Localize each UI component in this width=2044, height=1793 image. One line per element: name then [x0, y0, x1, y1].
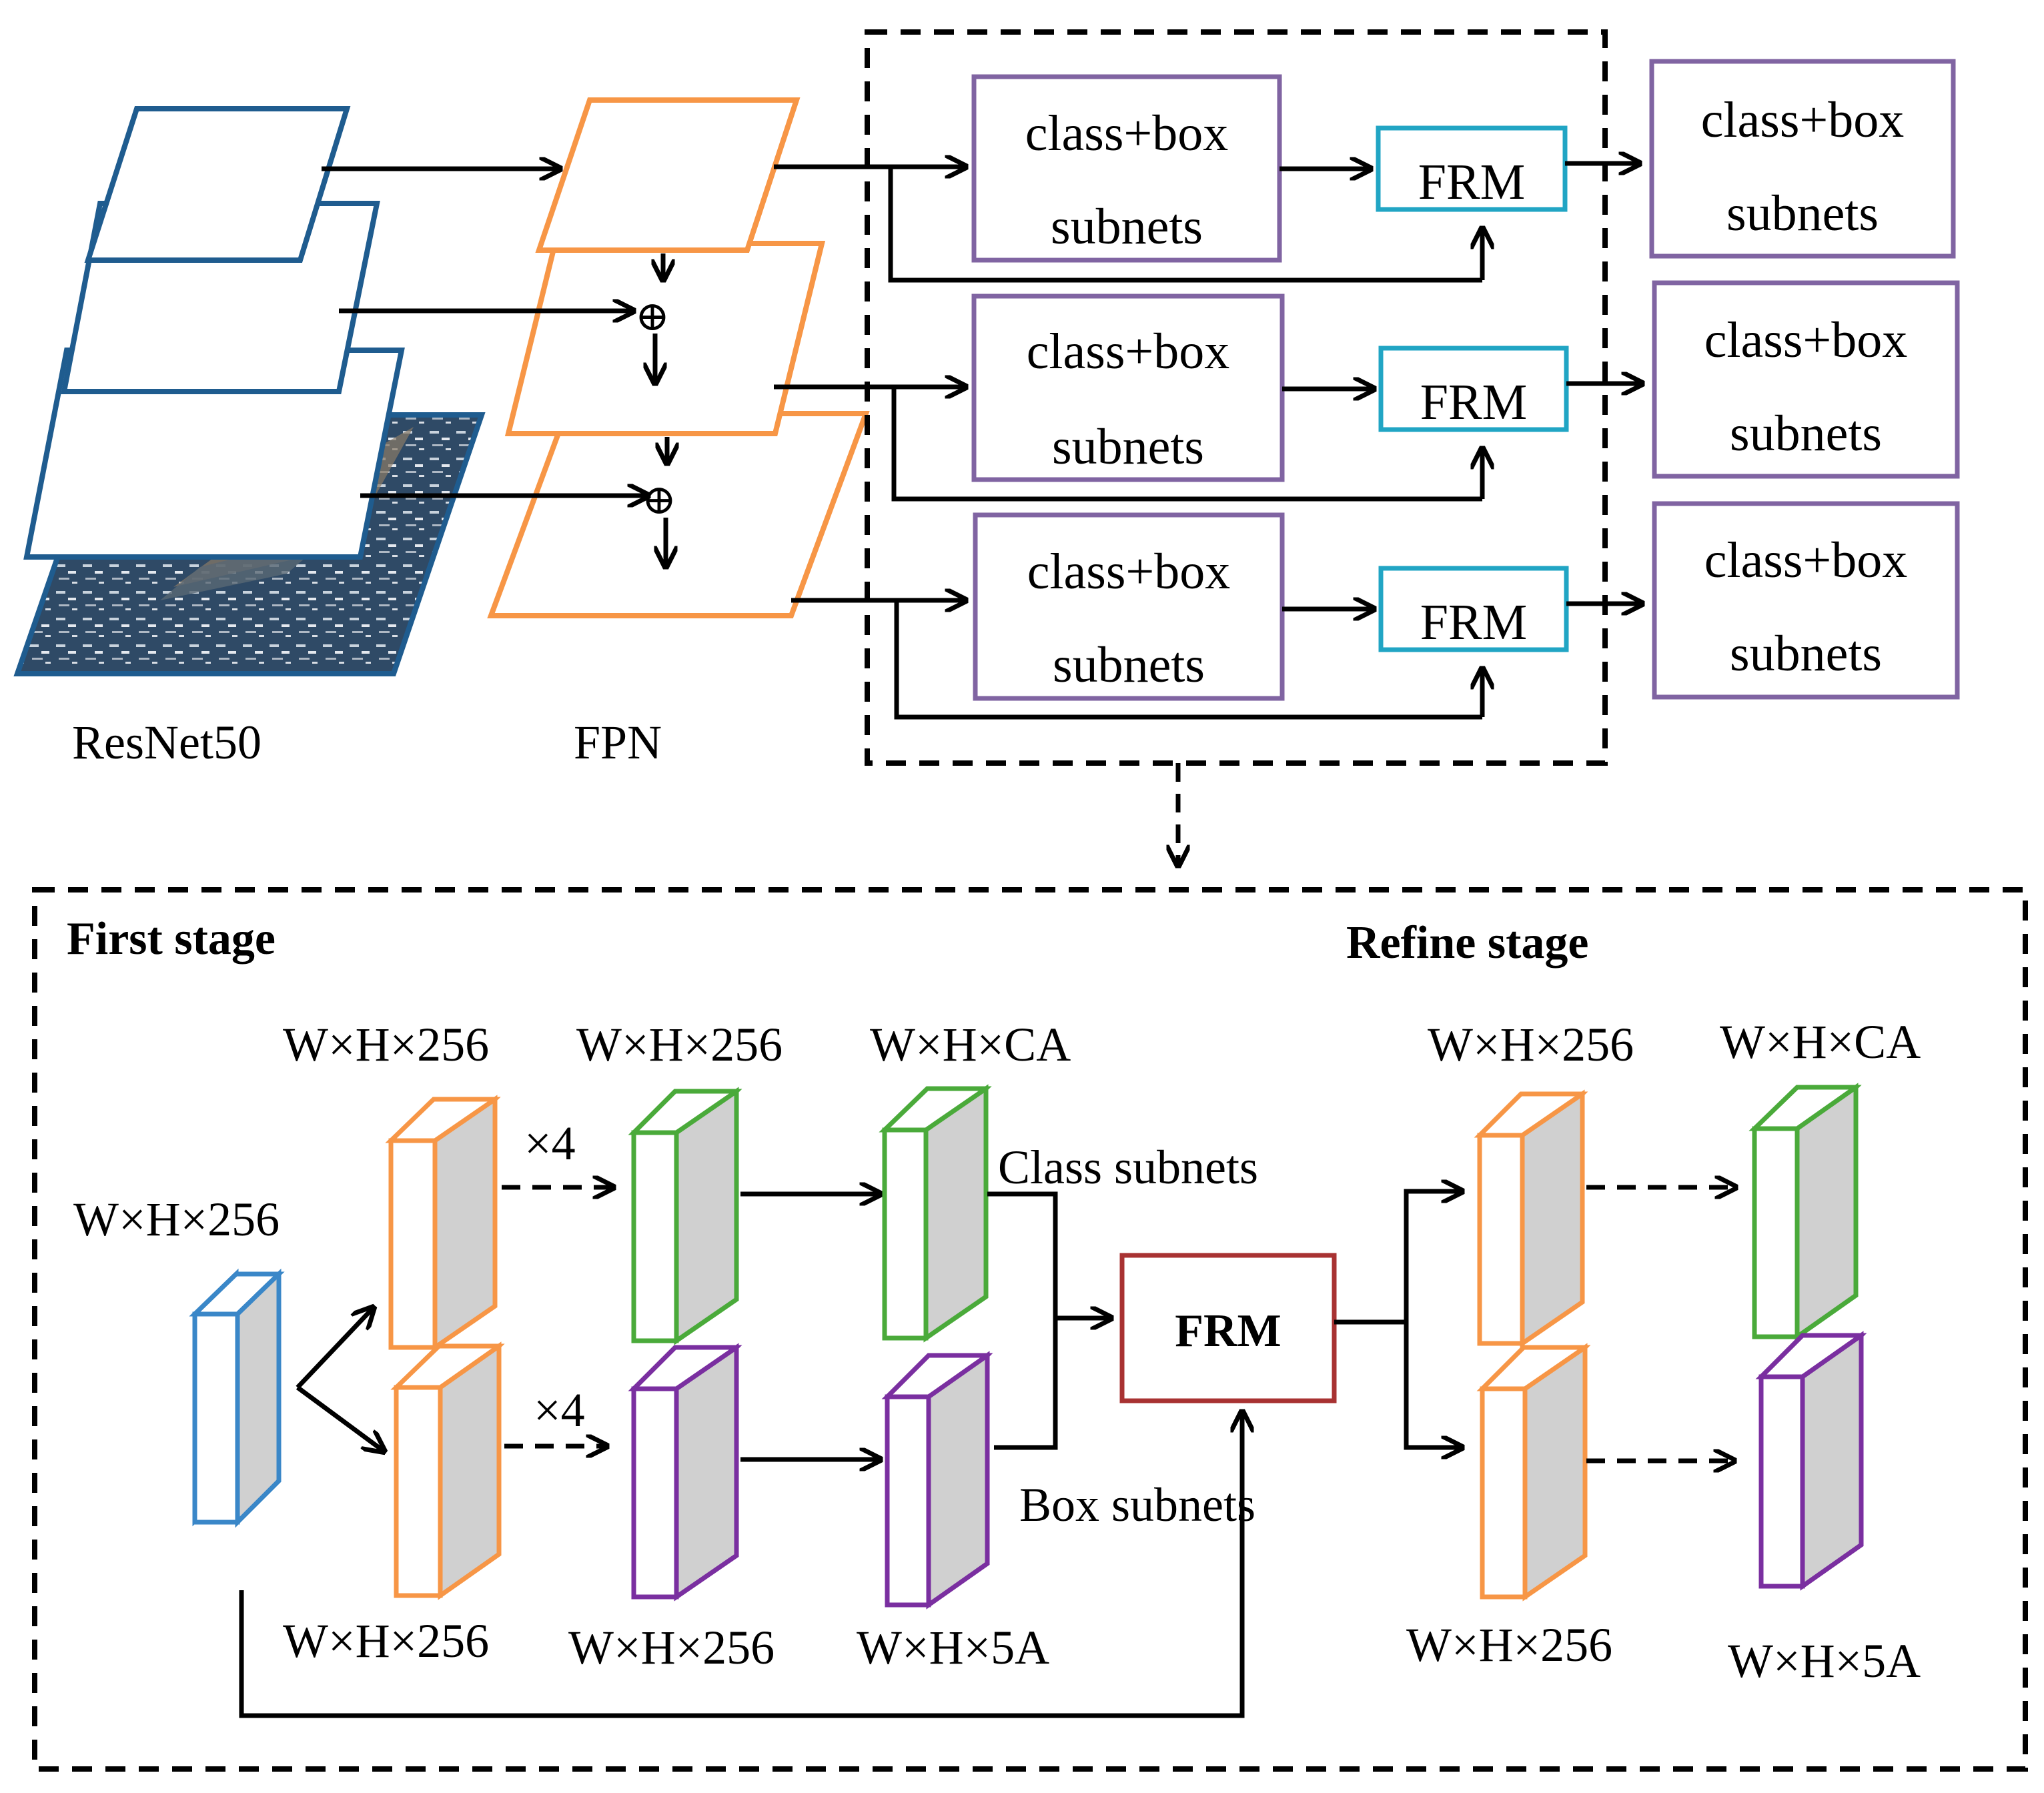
- refine-orange-block-top: [1474, 1089, 1588, 1348]
- frm-detail-label: FRM: [1175, 1305, 1281, 1357]
- refine-stage-title: Refine stage: [1346, 917, 1589, 969]
- purple-output-block: [881, 1351, 993, 1610]
- output-box-2-line1: class+box: [1704, 312, 1908, 368]
- output-box-3-line2: subnets: [1730, 626, 1882, 682]
- output-box-1: [1649, 59, 1956, 259]
- fpn-pyramid: [487, 97, 870, 618]
- refine-orange-top-dims: W×H×256: [1428, 1018, 1634, 1071]
- frm-box-3-label: FRM: [1420, 594, 1528, 650]
- refine-purple-block: [1755, 1331, 1867, 1591]
- refine-orange-block-bottom: [1476, 1343, 1591, 1602]
- purple-output-dims: W×H×5A: [857, 1621, 1049, 1674]
- resnet-layer-1: [84, 106, 351, 263]
- first-orange-block-bottom: [390, 1341, 505, 1600]
- frm-box-2-label: FRM: [1420, 374, 1528, 430]
- subnet-box-3: [973, 512, 1285, 701]
- fpn-label: FPN: [574, 716, 662, 769]
- resnet50-label: ResNet50: [72, 716, 262, 769]
- input-dims-label: W×H×256: [73, 1193, 280, 1246]
- repeat-bottom-label: ×4: [534, 1383, 585, 1437]
- output-box-1-line2: subnets: [1726, 185, 1879, 241]
- repeat-top-label: ×4: [524, 1117, 576, 1170]
- detection-head-container: [865, 29, 1608, 766]
- head-row-2: class+box subnets FRM class+box subnets: [774, 280, 1960, 502]
- refine-green-block: [1748, 1083, 1862, 1341]
- first-orange-block-top: [385, 1095, 501, 1352]
- frm-box-1: [1376, 125, 1568, 212]
- plus-symbol-1: ⊕: [635, 294, 670, 340]
- resnet-layer-3: [23, 348, 405, 560]
- subnet-box-1-line2: subnets: [1051, 199, 1203, 255]
- resnet50-backbone: [13, 106, 486, 676]
- subnet-box-2: [971, 293, 1285, 482]
- box-subnets-label: Box subnets: [1019, 1478, 1255, 1532]
- fpn-layer-2: [504, 241, 826, 436]
- first-orange-bottom-dims: W×H×256: [283, 1614, 489, 1668]
- input-feature-block: [189, 1268, 285, 1528]
- subnet-box-3-line1: class+box: [1027, 544, 1231, 600]
- first-orange-top-dims: W×H×256: [283, 1018, 489, 1071]
- head-row-1: class+box subnets FRM class+box subnets: [774, 59, 1956, 283]
- frm-box-2: [1378, 346, 1569, 432]
- output-box-2: [1652, 280, 1960, 479]
- purple-mid-dims: W×H×256: [568, 1621, 775, 1674]
- output-box-1-line1: class+box: [1701, 92, 1905, 148]
- class-subnets-label: Class subnets: [998, 1141, 1258, 1194]
- refine-green-dims: W×H×CA: [1720, 1015, 1921, 1069]
- first-stage-title: First stage: [67, 913, 276, 965]
- output-box-3: [1652, 501, 1960, 700]
- frm-detail-box: [1119, 1253, 1337, 1403]
- refine-purple-dims: W×H×5A: [1728, 1634, 1921, 1688]
- refine-orange-bottom-dims: W×H×256: [1406, 1618, 1612, 1672]
- frm-box-3: [1378, 566, 1569, 652]
- purple-mid-block: [628, 1343, 742, 1602]
- green-mid-block: [628, 1087, 742, 1345]
- plus-symbol-2: ⊕: [642, 478, 676, 523]
- green-mid-dims: W×H×256: [576, 1018, 783, 1071]
- fpn-layer-1: [535, 97, 801, 253]
- output-box-3-line1: class+box: [1704, 532, 1908, 588]
- head-row-3: class+box subnets FRM class+box subnets: [791, 501, 1960, 720]
- subnet-box-1-line1: class+box: [1025, 105, 1229, 161]
- green-output-block: [879, 1084, 992, 1343]
- green-output-dims: W×H×CA: [870, 1018, 1071, 1071]
- output-box-2-line2: subnets: [1730, 406, 1882, 462]
- frm-box-1-label: FRM: [1418, 154, 1526, 210]
- subnet-box-1: [971, 74, 1282, 263]
- fpn-layer-3: [487, 411, 870, 618]
- subnet-box-2-line2: subnets: [1052, 419, 1204, 475]
- subnet-box-2-line1: class+box: [1027, 324, 1230, 380]
- subnet-box-3-line2: subnets: [1053, 637, 1205, 693]
